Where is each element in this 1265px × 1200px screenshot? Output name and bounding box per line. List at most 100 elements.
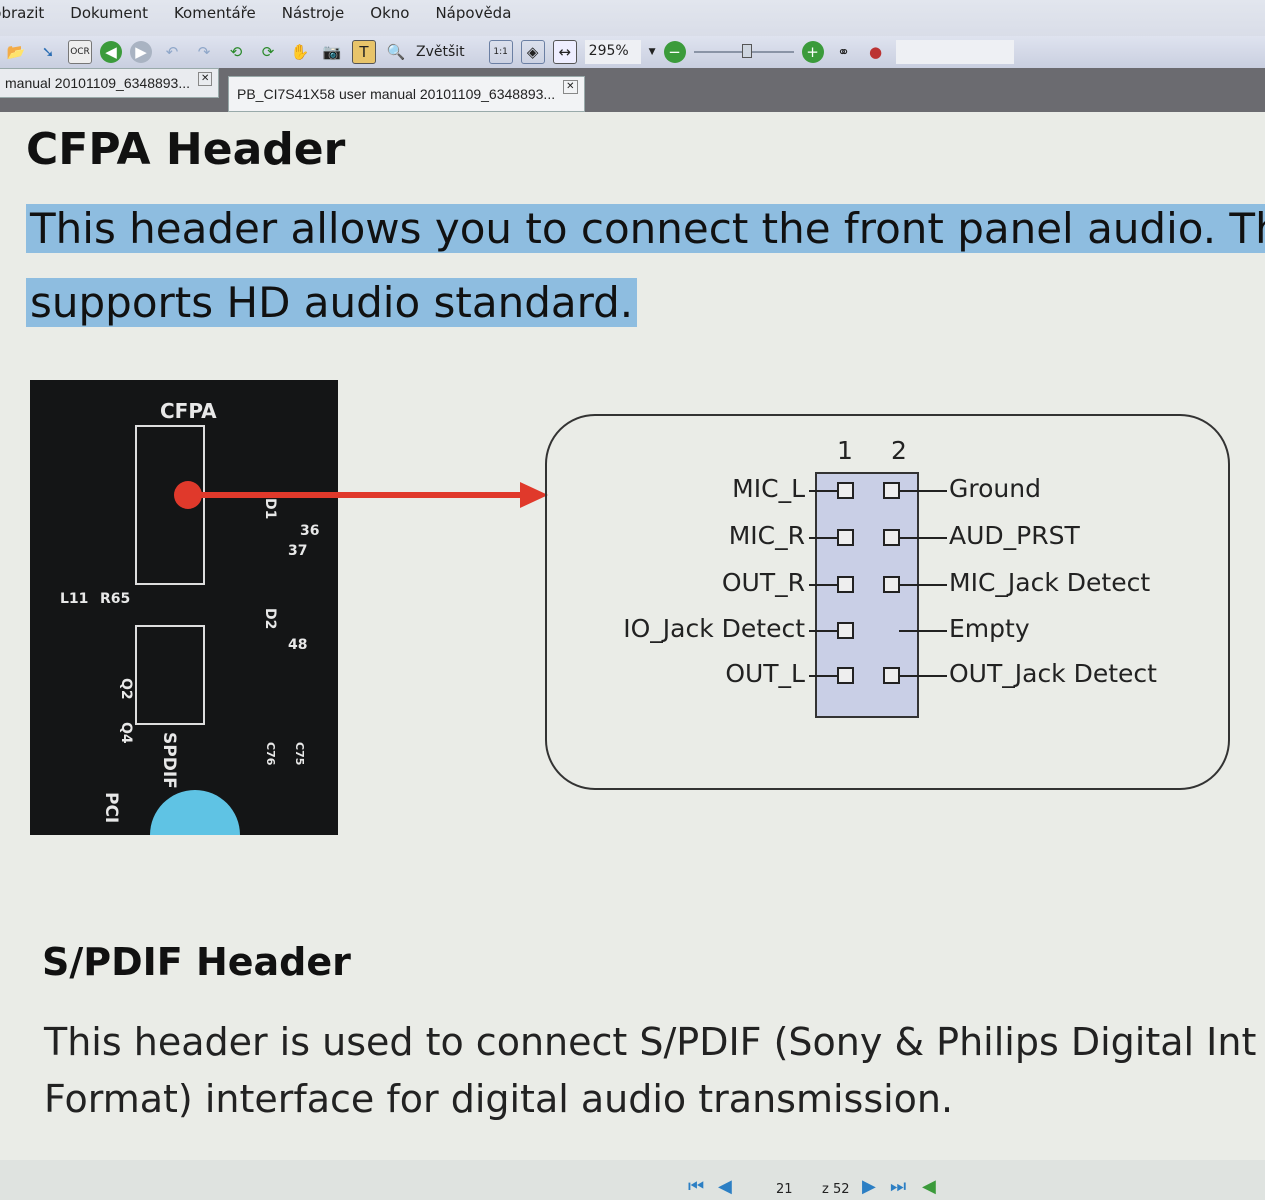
board-label: D1	[262, 498, 278, 520]
pin-column-2: 2	[891, 436, 907, 465]
back-icon[interactable]: ◀	[100, 41, 122, 63]
spdif-header-outline	[135, 625, 205, 725]
spdif-text-line-1: This header is used to connect S/PDIF (S…	[44, 1020, 1257, 1064]
zoom-slider-handle[interactable]	[741, 44, 752, 58]
pin-wire	[809, 630, 837, 632]
menu-tools[interactable]: Nástroje	[281, 4, 345, 22]
board-label: Q4	[118, 722, 134, 744]
close-tab-icon[interactable]: ✕	[198, 72, 213, 86]
pin-wire	[809, 490, 837, 492]
board-label: C76	[264, 742, 277, 766]
pin-1-square	[837, 667, 854, 684]
status-bar: ⏮ ◀ 21 z 52 ▶ ⏭ ◀	[0, 1160, 1265, 1200]
first-page-icon[interactable]: ⏮	[688, 1176, 705, 1197]
zoom-out-icon[interactable]: −	[663, 41, 686, 63]
board-label: Q2	[118, 678, 134, 700]
menu-document[interactable]: Dokument	[70, 4, 148, 22]
right-pin-label: Empty	[949, 614, 1030, 643]
redo-icon[interactable]: ↷	[197, 43, 211, 61]
menu-help[interactable]: Nápověda	[435, 4, 512, 22]
tab-document-1[interactable]: manual 20101109_6348893... ✕	[0, 68, 220, 98]
actual-size-icon[interactable]: 1:1	[488, 40, 513, 64]
left-pin-label: MIC_L	[732, 474, 805, 503]
tab-document-2[interactable]: PB_CI7S41X58 user manual 20101109_634889…	[228, 76, 585, 112]
spdif-heading: S/PDIF Header	[42, 940, 351, 984]
pin-1-square	[837, 622, 854, 639]
pin-wire	[899, 490, 947, 492]
document-tabs: manual 20101109_6348893... ✕ PB_CI7S41X5…	[0, 68, 1265, 112]
page-count: z 52	[822, 1182, 850, 1197]
zoom-in-icon[interactable]: 🔍	[386, 43, 406, 61]
right-pin-label: OUT_Jack Detect	[949, 659, 1157, 688]
board-label: PCI	[101, 792, 121, 824]
right-pin-label: MIC_Jack Detect	[949, 568, 1151, 597]
board-label: SPDIF	[159, 732, 179, 789]
pin-wire	[899, 584, 947, 586]
board-label: D2	[262, 608, 278, 630]
menu-comments[interactable]: Komentáře	[173, 4, 256, 22]
selected-text-line-2[interactable]: supports HD audio standard.	[26, 278, 638, 327]
zoom-in-button[interactable]: Zvětšit	[416, 44, 465, 60]
undo-icon[interactable]: ↶	[165, 43, 179, 61]
download-icon[interactable]: ➘	[41, 43, 55, 61]
zoom-dropdown-icon[interactable]: ▼	[648, 47, 656, 57]
open-icon[interactable]: 📂	[6, 43, 26, 61]
board-label: CFPA	[160, 399, 217, 423]
close-tab-icon[interactable]: ✕	[563, 80, 578, 94]
menu-view[interactable]: Zobrazit	[0, 4, 45, 22]
right-pin-label: Ground	[949, 474, 1041, 503]
page-heading: CFPA Header	[26, 124, 346, 175]
capacitor	[150, 790, 240, 835]
zoom-level-input[interactable]: 295%	[584, 40, 641, 64]
tab-label: manual 20101109_6348893...	[5, 75, 191, 91]
pin-1-square	[837, 482, 854, 499]
board-label: R65	[100, 591, 131, 607]
pin-wire	[899, 675, 947, 677]
pin-wire	[809, 537, 837, 539]
document-page: CFPA Header This header allows you to co…	[0, 112, 1265, 1160]
left-pin-label: MIC_R	[728, 521, 805, 550]
search-input[interactable]	[895, 40, 1014, 64]
tab-label: PB_CI7S41X58 user manual 20101109_634889…	[237, 86, 556, 102]
menu-bar: Zobrazit Dokument Komentáře Nástroje Okn…	[0, 0, 1265, 36]
pin-2-square	[883, 667, 900, 684]
current-page-input[interactable]: 21	[776, 1182, 793, 1197]
next-page-icon[interactable]: ▶	[862, 1176, 876, 1197]
text-select-icon[interactable]: T	[352, 40, 376, 64]
left-pin-label: OUT_R	[721, 568, 805, 597]
snapshot-icon[interactable]: 📷	[322, 43, 342, 61]
ask-icon[interactable]: ●	[869, 43, 883, 61]
pin-1-square	[837, 576, 854, 593]
pin-wire	[899, 630, 947, 632]
last-page-icon[interactable]: ⏭	[890, 1176, 907, 1197]
rotate-right-icon[interactable]: ⟳	[261, 43, 275, 61]
spdif-text-line-2: Format) interface for digital audio tran…	[44, 1077, 954, 1121]
pin-1-square	[837, 529, 854, 546]
ocr-button[interactable]: OCR	[68, 40, 92, 64]
previous-page-icon[interactable]: ◀	[718, 1176, 732, 1197]
fit-width-icon[interactable]: ↔	[552, 40, 577, 64]
pin-wire	[899, 537, 947, 539]
pin-wire	[809, 675, 837, 677]
binoculars-icon[interactable]: ⚭	[837, 43, 850, 61]
back-view-icon[interactable]: ◀	[922, 1176, 936, 1197]
selected-text-line-1[interactable]: This header allows you to connect the fr…	[26, 204, 1265, 253]
board-label: 37	[288, 543, 308, 559]
pin-column-1: 1	[837, 436, 853, 465]
toolbar: 📂 ➘ OCR ◀ ▶ ↶ ↷ ⟲ ⟳ ✋ 📷 T 🔍 Zvětšit 1:1 …	[0, 36, 1265, 68]
arrow-line	[188, 492, 523, 498]
cfpa-header-outline	[135, 425, 205, 585]
pin-2-square	[883, 529, 900, 546]
hand-tool-icon[interactable]: ✋	[290, 43, 310, 61]
zoom-slider[interactable]	[693, 44, 794, 58]
fit-page-icon[interactable]: ◈	[520, 40, 545, 64]
board-label: 48	[288, 637, 308, 653]
zoom-plus-icon[interactable]: +	[801, 41, 824, 63]
motherboard-photo: CFPA L11 R65 D1 D2 36 37 48 Q2 Q4 SPDIF …	[30, 380, 338, 835]
rotate-left-icon[interactable]: ⟲	[229, 43, 243, 61]
menu-window[interactable]: Okno	[370, 4, 410, 22]
board-label: C75	[293, 742, 306, 766]
forward-icon[interactable]: ▶	[130, 41, 152, 63]
left-pin-label: IO_Jack Detect	[623, 614, 805, 643]
